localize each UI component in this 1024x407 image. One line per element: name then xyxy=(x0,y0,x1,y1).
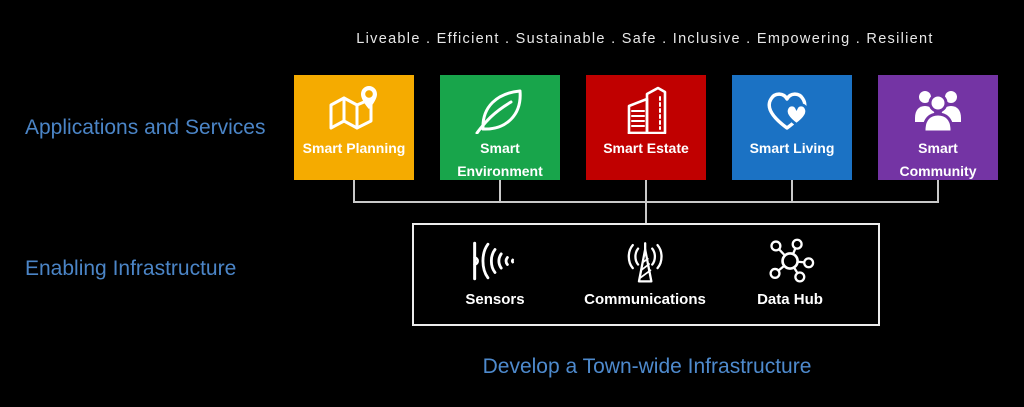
app-box-smart-estate: Smart Estate xyxy=(586,75,706,180)
connector-stub-smart-living xyxy=(791,180,793,202)
enabling-infrastructure-panel: Sensors Communications xyxy=(412,223,880,326)
connector-stub-smart-environment xyxy=(499,180,501,202)
leaf-icon xyxy=(475,89,522,134)
application-boxes-row: Smart Planning Smart Environment Smart E… xyxy=(294,75,998,180)
app-box-label: Smart Estate xyxy=(603,140,689,156)
infra-item-data-hub: Data Hub xyxy=(757,238,823,308)
infra-item-label: Data Hub xyxy=(757,291,823,308)
double-hearts-icon xyxy=(767,92,809,130)
connector-stub-smart-planning xyxy=(353,180,355,202)
app-box-smart-living: Smart Living xyxy=(732,75,852,180)
infra-item-label: Communications xyxy=(584,291,706,308)
connector-stub-smart-estate xyxy=(645,180,647,202)
infra-item-sensors: Sensors xyxy=(465,238,525,308)
infra-item-communications: Communications xyxy=(584,238,706,308)
qualities-tagline: Liveable . Efficient . Sustainable . Saf… xyxy=(356,31,934,47)
sensor-waves-icon xyxy=(473,241,515,281)
footer-caption: Develop a Town-wide Infrastructure xyxy=(482,355,812,378)
section-label-applications-services: Applications and Services xyxy=(25,116,266,139)
app-box-smart-planning: Smart Planning xyxy=(294,75,414,180)
infra-item-label: Sensors xyxy=(465,291,525,308)
section-label-enabling-infrastructure: Enabling Infrastructure xyxy=(25,257,237,280)
app-box-label: Smart Environment xyxy=(457,140,543,179)
people-group-icon xyxy=(915,91,961,134)
app-box-smart-environment: Smart Environment xyxy=(440,75,560,180)
buildings-icon xyxy=(627,86,667,134)
app-box-label: Smart Planning xyxy=(302,140,406,156)
network-hub-icon xyxy=(769,238,815,283)
app-box-smart-community: Smart Community xyxy=(878,75,998,180)
app-box-label: Smart Living xyxy=(749,140,835,156)
map-location-icon xyxy=(329,86,377,130)
app-box-label: Smart Community xyxy=(899,140,977,179)
antenna-signal-icon xyxy=(627,242,663,283)
connector-center-stub xyxy=(645,201,647,224)
connector-stub-smart-community xyxy=(937,180,939,202)
